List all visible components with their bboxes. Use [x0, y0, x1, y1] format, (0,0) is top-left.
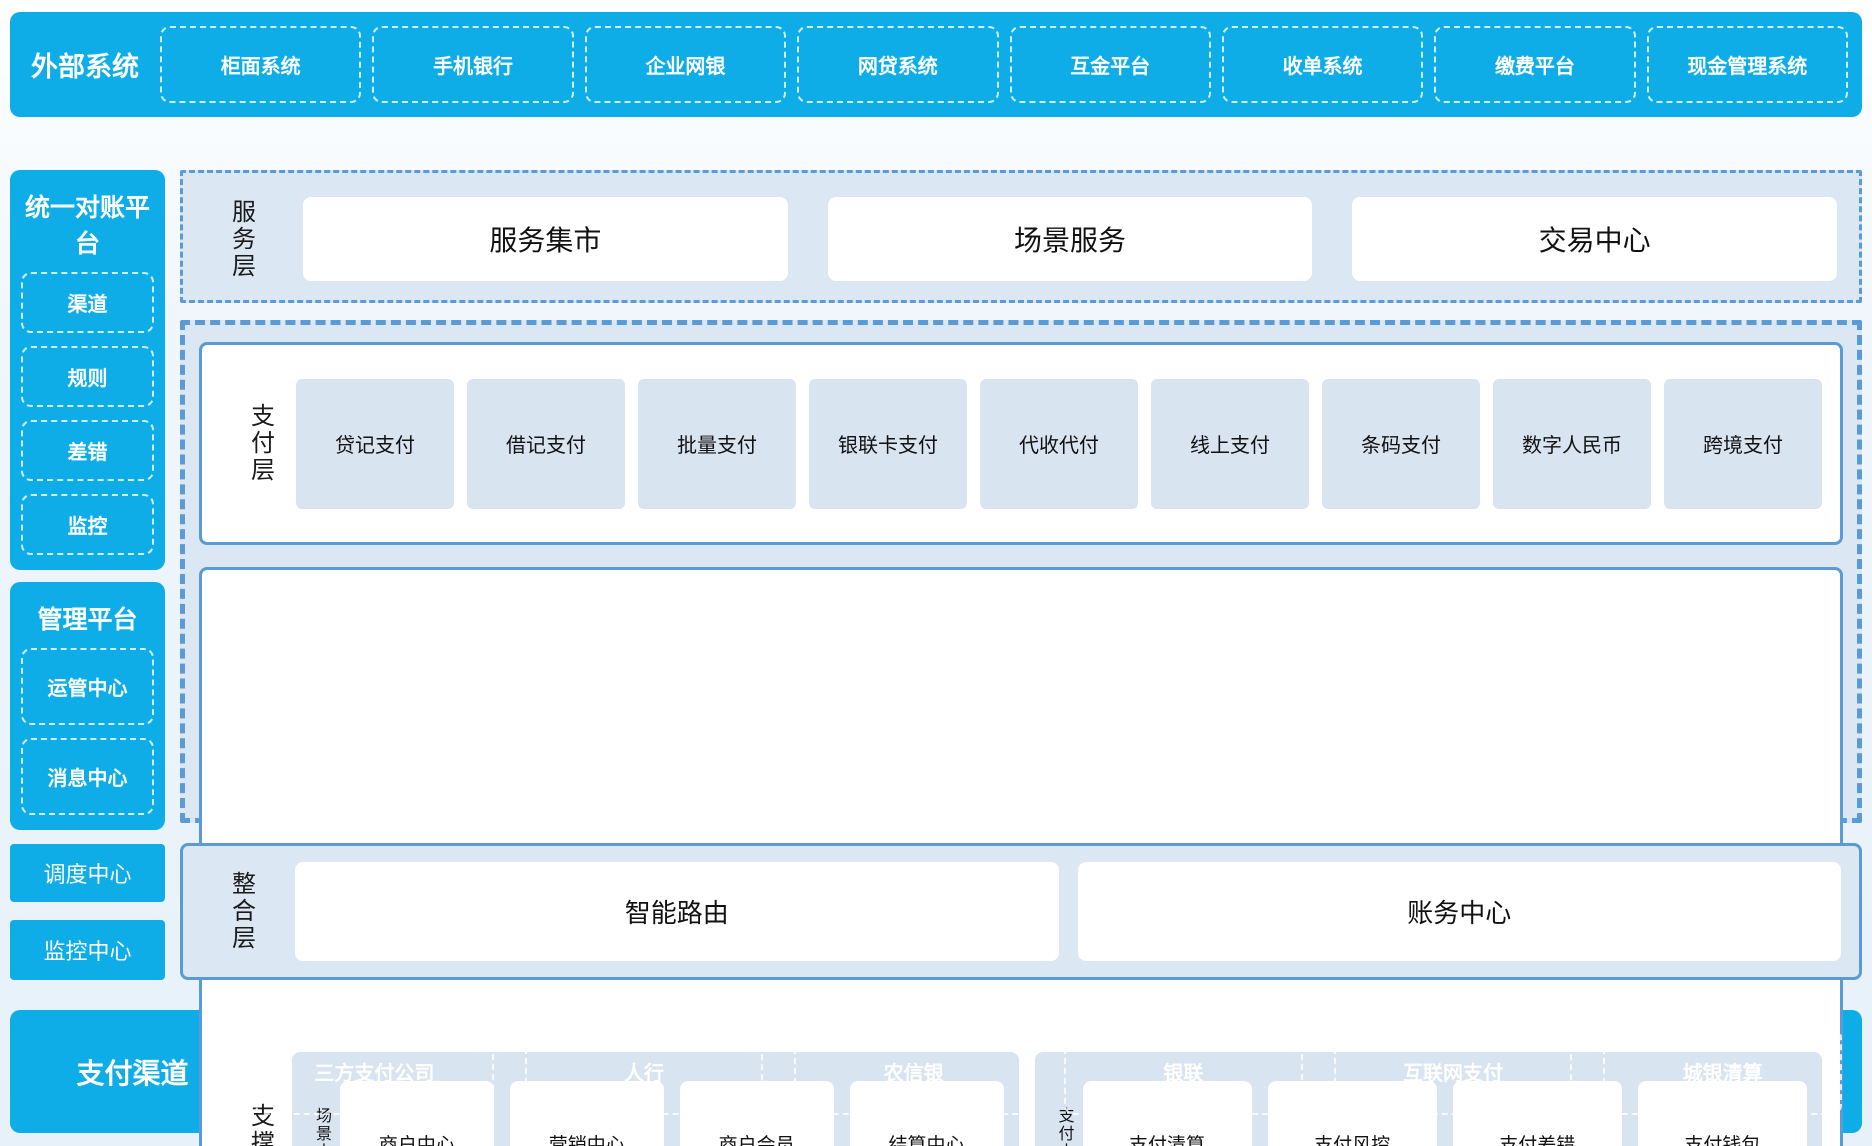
reconciliation-item: 监控: [21, 494, 154, 555]
payment-item: 数字人民币: [1493, 378, 1651, 509]
payment-channels-title: 支付渠道: [76, 1057, 189, 1089]
reconciliation-platform-block: 统一对账平台 渠道 规则 差错 监控: [10, 170, 165, 570]
dispatch-center-block: 调度中心: [10, 844, 165, 902]
service-layer-items: 服务集市 场景服务 交易中心: [303, 197, 1838, 281]
external-systems-bar: 外部系统 柜面系统 手机银行 企业网银 网贷系统 互金平台 收单系统 缴费平台 …: [10, 12, 1862, 117]
external-system-item: 互金平台: [1009, 26, 1211, 103]
payment-support-label: 支付支撑: [1055, 1107, 1073, 1146]
payment-item: 银联卡支付: [809, 378, 967, 509]
payment-channels-bar: 支付渠道 三方支付公司 人行 农信银 银联 互联网支付 城银清算: [10, 1010, 1862, 1133]
payment-channel-item: 互联网支付: [1333, 1028, 1573, 1115]
external-system-item: 缴费平台: [1434, 26, 1636, 103]
integration-layer-items: 智能路由 账务中心: [295, 862, 1841, 961]
service-layer: 服务层 服务集市 场景服务 交易中心: [180, 170, 1862, 303]
service-item: 交易中心: [1352, 197, 1838, 281]
payment-item: 条码支付: [1322, 378, 1480, 509]
external-system-item: 收单系统: [1221, 26, 1424, 103]
payment-channels-items: 三方支付公司 人行 农信银 银联 互联网支付 城银清算: [255, 1028, 1843, 1115]
integration-layer: 整合层 智能路由 账务中心: [180, 843, 1862, 980]
payment-layer-items: 贷记支付 借记支付 批量支付 银联卡支付 代收代付 线上支付 条码支付 数字人民…: [296, 345, 1822, 542]
external-systems-items: 柜面系统 手机银行 企业网银 网贷系统 互金平台 收单系统 缴费平台 现金管理系…: [160, 26, 1848, 103]
payment-layer: 支付层 贷记支付 借记支付 批量支付 银联卡支付 代收代付 线上支付 条码支付 …: [199, 342, 1843, 545]
management-items: 运管中心 消息中心: [21, 648, 154, 815]
management-item: 消息中心: [21, 738, 154, 815]
payment-channel-item: 人行: [524, 1028, 764, 1115]
payment-layer-label: 支付层: [246, 403, 274, 484]
external-system-item: 网贷系统: [797, 26, 999, 103]
integration-layer-label: 整合层: [227, 871, 255, 952]
payment-channel-item: 银联: [1064, 1028, 1303, 1115]
external-systems-title: 外部系统: [31, 52, 139, 82]
reconciliation-items: 渠道 规则 差错 监控: [21, 272, 154, 555]
integration-item: 账务中心: [1077, 862, 1841, 961]
payment-channel-item: 三方支付公司: [255, 1028, 494, 1115]
reconciliation-item: 规则: [21, 346, 154, 407]
payment-item: 贷记支付: [296, 378, 454, 509]
payment-item: 批量支付: [638, 378, 796, 509]
external-system-item: 柜面系统: [160, 26, 362, 103]
scene-support-label: 场景支撑: [313, 1107, 330, 1146]
payment-item: 借记支付: [467, 378, 625, 509]
main-layers: 服务层 服务集市 场景服务 交易中心 支付层 贷记支付 借记支付 批量支付 银联…: [180, 170, 1862, 1146]
management-item: 运管中心: [21, 648, 154, 725]
management-platform-block: 管理平台 运管中心 消息中心: [10, 582, 165, 830]
payment-channel-item: 城银清算: [1603, 1028, 1843, 1115]
middle-row: 统一对账平台 渠道 规则 差错 监控 管理平台 运管中心 消息中心 调度中心 监…: [10, 170, 1862, 1146]
external-system-item: 手机银行: [372, 26, 574, 103]
payment-item: 线上支付: [1151, 378, 1309, 509]
integration-item: 智能路由: [295, 862, 1059, 961]
reconciliation-platform-title: 统一对账平台: [24, 194, 150, 258]
reconciliation-item: 渠道: [21, 272, 154, 333]
payment-item: 代收代付: [980, 378, 1138, 509]
payment-support-container: 支付层 贷记支付 借记支付 批量支付 银联卡支付 代收代付 线上支付 条码支付 …: [180, 320, 1862, 1146]
monitor-center-block: 监控中心: [10, 920, 165, 980]
left-sidebar: 统一对账平台 渠道 规则 差错 监控 管理平台 运管中心 消息中心 调度中心 监…: [10, 170, 165, 980]
reconciliation-item: 差错: [21, 420, 154, 481]
service-item: 服务集市: [303, 197, 788, 281]
external-system-item: 企业网银: [584, 26, 787, 103]
external-system-item: 现金管理系统: [1646, 26, 1848, 103]
payment-item: 跨境支付: [1664, 378, 1822, 509]
service-layer-label: 服务层: [227, 198, 255, 280]
payment-channel-item: 农信银: [794, 1028, 1034, 1115]
service-item: 场景服务: [827, 197, 1313, 281]
management-platform-title: 管理平台: [37, 606, 138, 634]
